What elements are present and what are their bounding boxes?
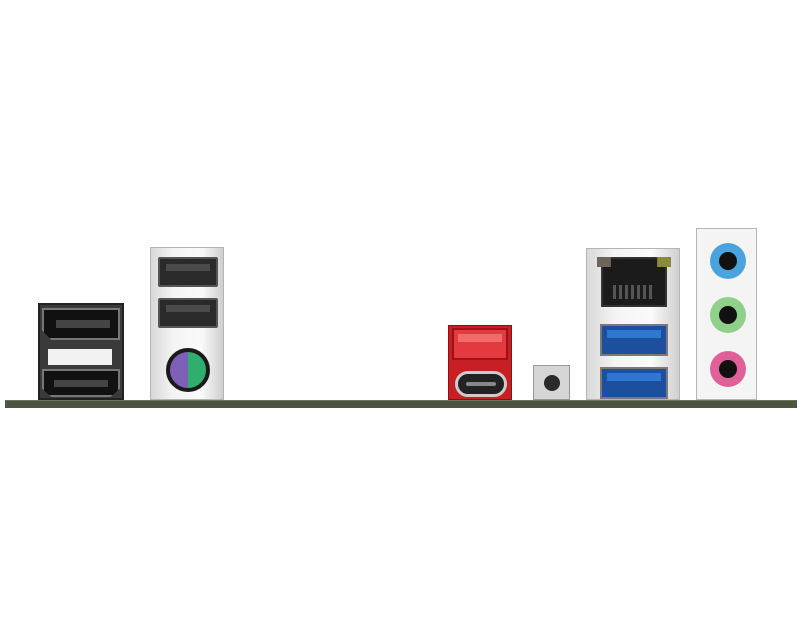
lan-usb3-stack <box>586 248 680 400</box>
port-spacer <box>48 349 112 365</box>
usb3-blue-icon[interactable] <box>600 367 668 399</box>
audio-mic-icon[interactable] <box>710 351 746 387</box>
usb-c-icon[interactable] <box>455 371 507 397</box>
usb-a-red-icon[interactable] <box>452 328 508 360</box>
hdmi-icon <box>42 369 120 397</box>
video-port-stack <box>38 303 124 400</box>
usb-a-icon[interactable] <box>158 298 218 328</box>
ps2-combo-icon[interactable] <box>166 348 210 392</box>
usb-a-icon[interactable] <box>158 257 218 287</box>
usb-red-typec-stack <box>448 325 512 400</box>
audio-line-in-icon[interactable] <box>710 243 746 279</box>
usb-ps2-stack <box>150 247 224 400</box>
bios-flashback-button[interactable] <box>533 365 570 400</box>
audio-line-out-icon[interactable] <box>710 297 746 333</box>
audio-stack <box>696 228 757 400</box>
bios-flashback-button-icon <box>544 375 560 391</box>
lan-led-right <box>657 257 671 267</box>
motherboard-pcb-edge <box>5 400 797 408</box>
displayport-icon <box>42 308 120 340</box>
usb3-blue-icon[interactable] <box>600 324 668 356</box>
lan-led-left <box>597 257 611 267</box>
rj45-lan-icon[interactable] <box>601 257 667 307</box>
